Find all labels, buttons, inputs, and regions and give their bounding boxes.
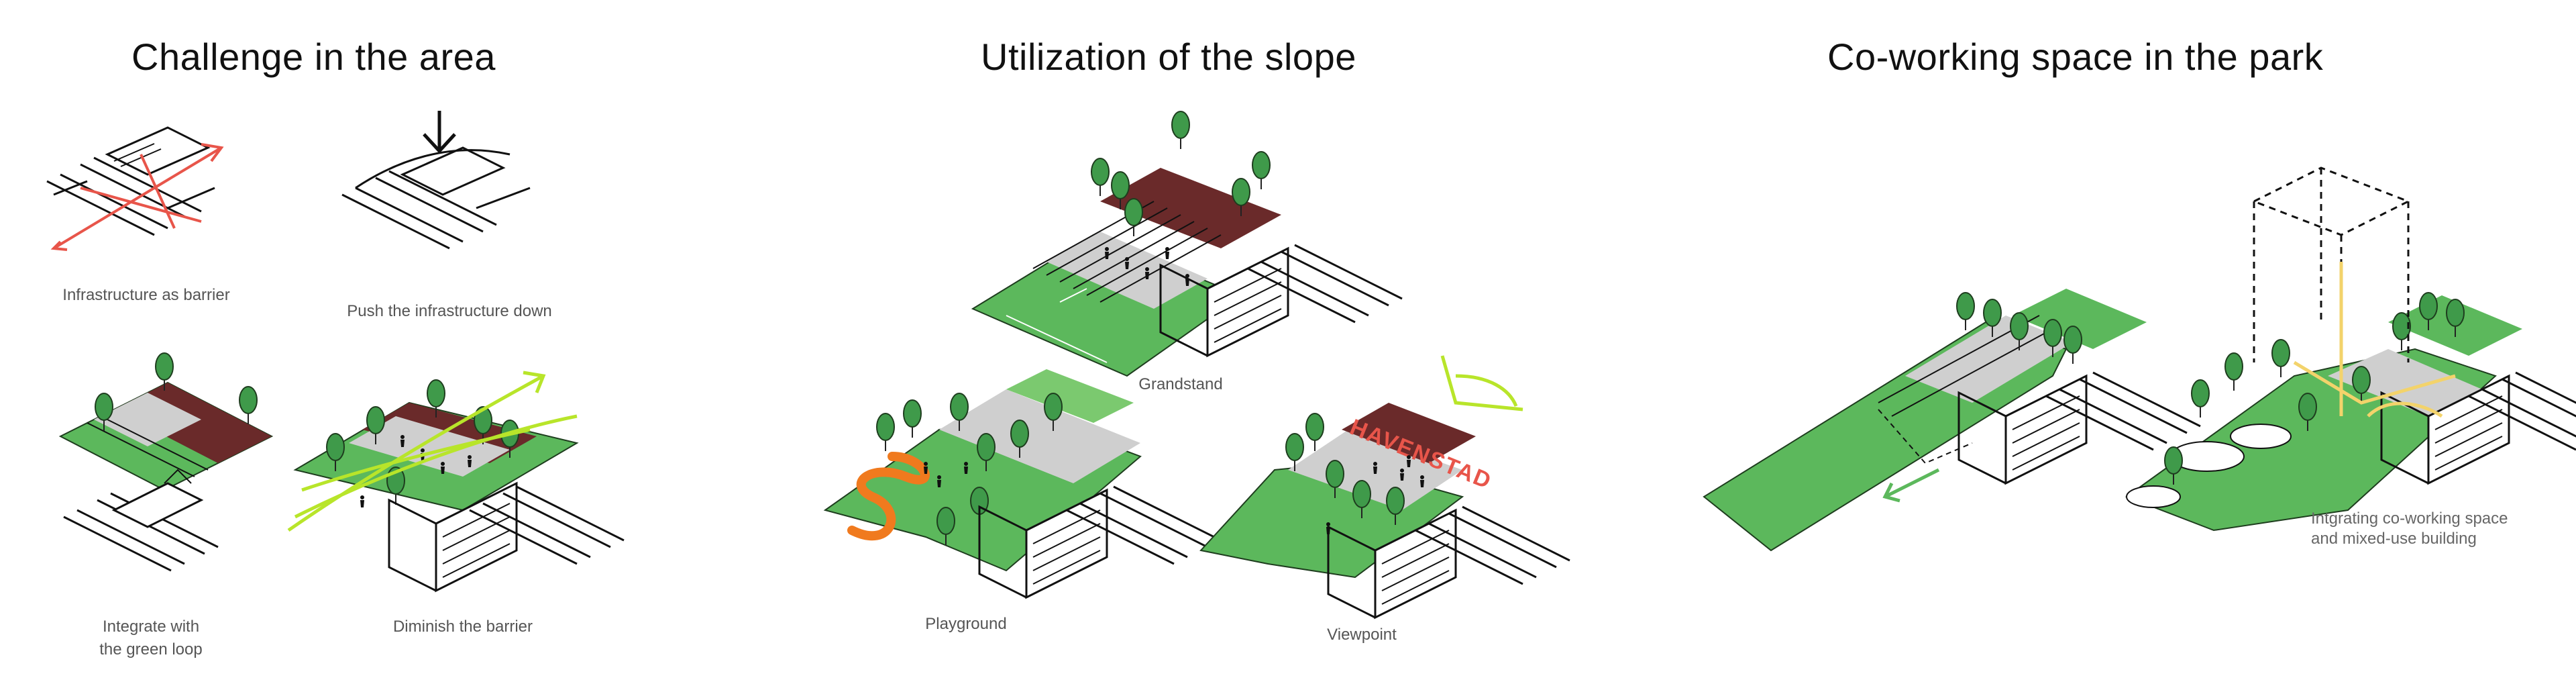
integrate-sketch — [58, 352, 274, 572]
down-arrow-icon — [423, 111, 456, 154]
view-angle-icon — [1440, 355, 1523, 411]
building-outline-icon — [2251, 166, 2411, 396]
section-title-coworking: Co-working space in the park — [1827, 36, 2324, 78]
caption-barrier: Infrastructure as barrier — [62, 286, 230, 304]
viewpoint-sketch: HAVENSTAD — [1199, 403, 1571, 619]
caption-grandstand: Grandstand — [1138, 375, 1223, 393]
section-title-challenge: Challenge in the area — [131, 36, 496, 78]
caption-integrate-2: the green loop — [99, 640, 203, 658]
cross-icon — [50, 143, 224, 251]
push-down-sketch — [341, 146, 531, 250]
caption-integrate-1: Integrate with — [102, 618, 200, 636]
yellow-flow-icon — [2293, 262, 2456, 418]
caption-viewpoint: Viewpoint — [1327, 626, 1397, 644]
caption-push-down: Push the infrastructure down — [347, 302, 552, 320]
flow-arrow-icon — [287, 371, 578, 532]
caption-coworking-2: and mixed-use building — [2311, 530, 2477, 548]
caption-diminish: Diminish the barrier — [392, 618, 533, 636]
slab-arrow-icon — [1882, 468, 1940, 503]
barrier-sketch — [46, 126, 215, 236]
playground-sketch — [823, 369, 1222, 599]
coworking-sketch — [2125, 292, 2576, 532]
caption-playground: Playground — [925, 615, 1007, 633]
caption-coworking-1: Intgrating co-working space — [2311, 509, 2508, 528]
diminish-sketch — [293, 379, 625, 592]
section-title-slope: Utilization of the slope — [981, 36, 1356, 78]
grandstand-sketch — [971, 111, 1403, 377]
park-slab-sketch — [1703, 289, 2202, 552]
